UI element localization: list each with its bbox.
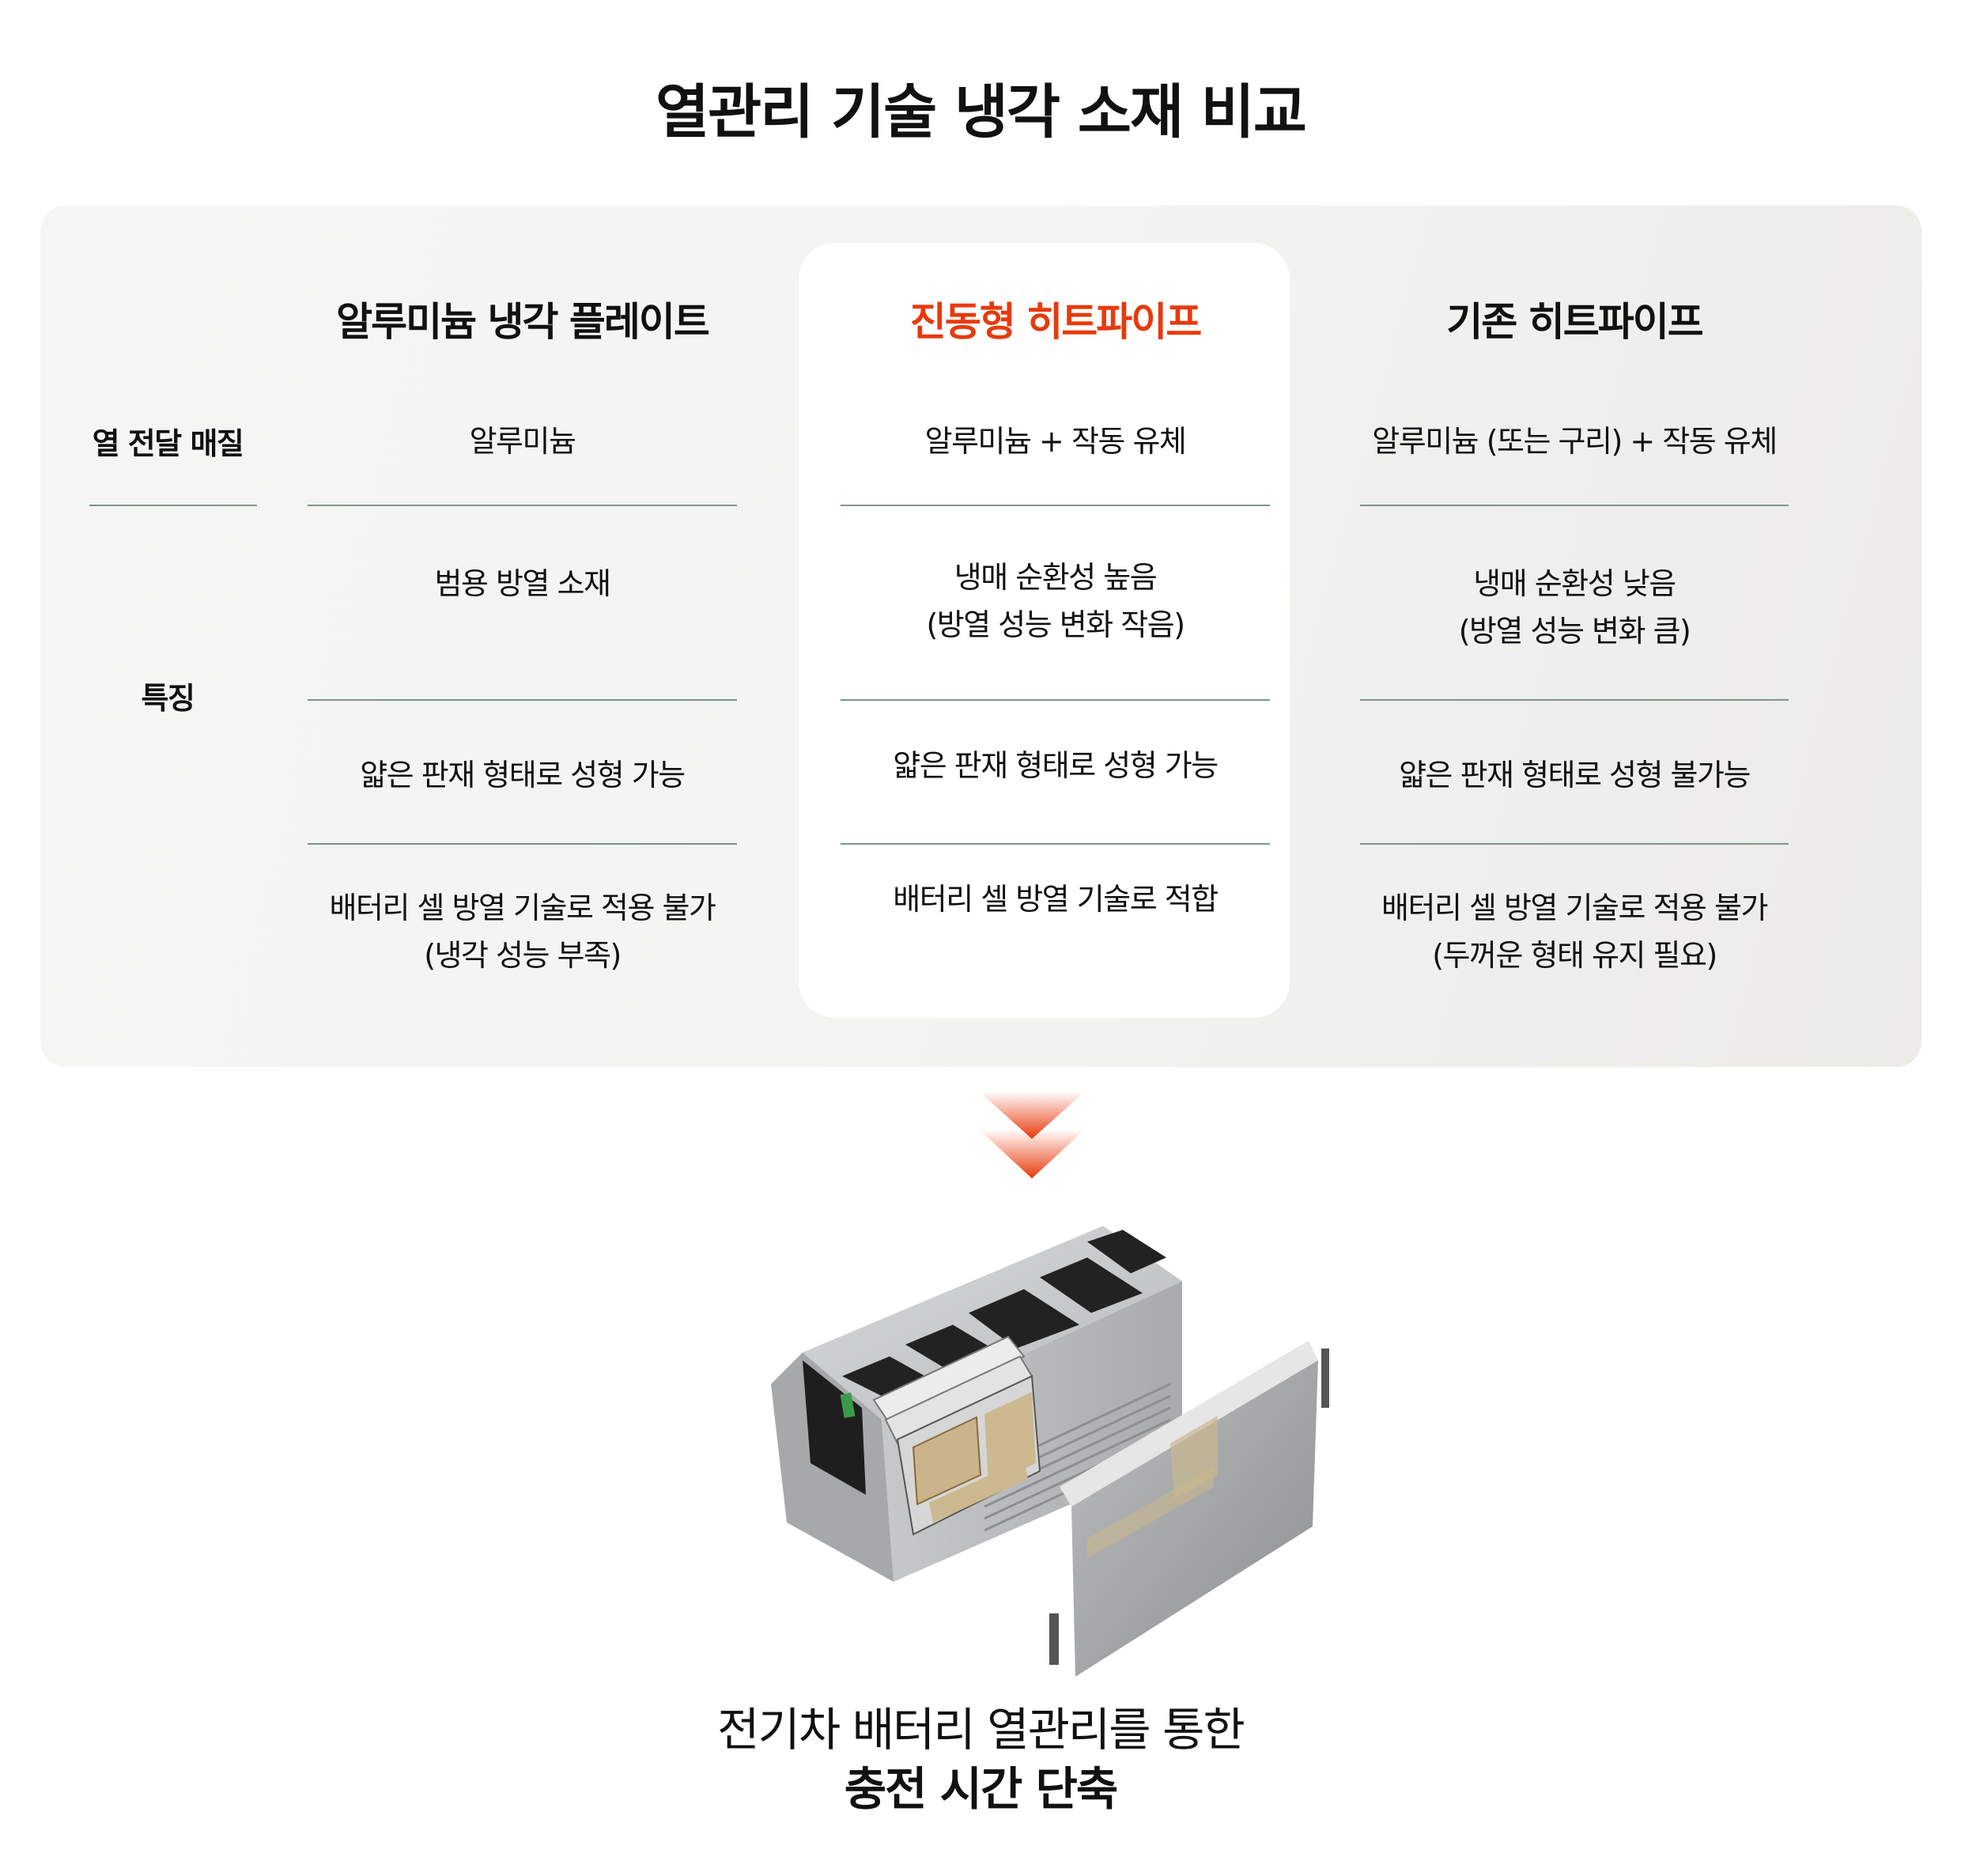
cell-feature1-aluminum-plate: 범용 방열 소재: [308, 560, 737, 607]
cell-line: (두꺼운 형태 유지 필요): [1432, 938, 1717, 973]
divider: [1360, 843, 1789, 845]
battery-module-illustration: [771, 1226, 1329, 1677]
cell-feature2-oscillating-heat-pipe: 얇은 판재 형태로 성형 가능: [893, 748, 1219, 783]
cell-line: (방열 성능 변화 작음): [926, 607, 1185, 642]
cell-line: 배터리 셀 방열 기술로 적합: [893, 882, 1219, 917]
divider: [841, 505, 1270, 506]
divider: [1360, 505, 1789, 506]
cell-feature3-aluminum-plate: 배터리 셀 방열 기술로 적용 불가 (냉각 성능 부족): [308, 884, 737, 979]
cell-feature3-oscillating-heat-pipe: 배터리 셀 방열 기술로 적합: [841, 876, 1270, 923]
row-label-divider: [89, 505, 257, 506]
cell-feature1-oscillating-heat-pipe: 냉매 순환성 높음 (방열 성능 변화 작음): [841, 554, 1270, 649]
caption-line2: 충전 시간 단축: [844, 1762, 1119, 1816]
cell-feature3-conventional-heat-pipe: 배터리 셀 방열 기술로 적용 불가 (두꺼운 형태 유지 필요): [1360, 884, 1789, 979]
cell-line: 배터리 셀 방열 기술로 적용 불가: [1381, 891, 1768, 925]
cell-line: 냉매 순환성 높음: [954, 560, 1158, 595]
caption-line1: 전기차 배터리 열관리를 통한: [717, 1703, 1245, 1757]
cell-feature2-conventional-heat-pipe: 얇은 판재 형태로 성형 불가능: [1399, 758, 1751, 792]
cell-line: (냉각 성능 부족): [424, 938, 622, 973]
page-title: 열관리 기술 냉각 소재 비교: [656, 78, 1307, 146]
cell-feature2-aluminum-plate: 얇은 판재 형태로 성형 가능: [360, 758, 686, 792]
cell-line: 냉매 순환성 낮음: [1473, 566, 1676, 601]
cell-line: (방열 성능 변화 큼): [1458, 614, 1691, 649]
highlighted-column-card: [799, 243, 1290, 1018]
cell-line: 범용 방열 소재: [434, 566, 611, 601]
divider: [308, 843, 737, 845]
row-label-features: 특징: [141, 681, 195, 716]
cell-medium-conventional-heat-pipe: 알루미늄 (또는 구리) + 작동 유체: [1372, 424, 1778, 459]
divider: [841, 699, 1270, 701]
divider: [841, 843, 1270, 845]
row-label-heat-transfer-medium: 열 전달 매질: [92, 426, 244, 461]
column-header-conventional-heat-pipe: 기존 히트파이프: [1446, 299, 1703, 345]
cell-feature1-conventional-heat-pipe: 냉매 순환성 낮음 (방열 성능 변화 큼): [1360, 560, 1789, 655]
double-chevron-down-icon: [979, 1091, 1085, 1178]
divider: [308, 505, 737, 506]
divider: [308, 699, 737, 701]
cell-medium-oscillating-heat-pipe: 알루미늄 + 작동 유체: [924, 424, 1187, 459]
cell-line: 배터리 셀 방열 기술로 적용 불가: [329, 891, 716, 925]
cell-medium-aluminum-plate: 알루미늄: [469, 424, 576, 459]
column-header-aluminum-plate: 알루미늄 냉각 플레이트: [336, 299, 710, 345]
divider: [1360, 699, 1789, 701]
column-header-oscillating-heat-pipe: 진동형 히트파이프: [909, 299, 1202, 345]
